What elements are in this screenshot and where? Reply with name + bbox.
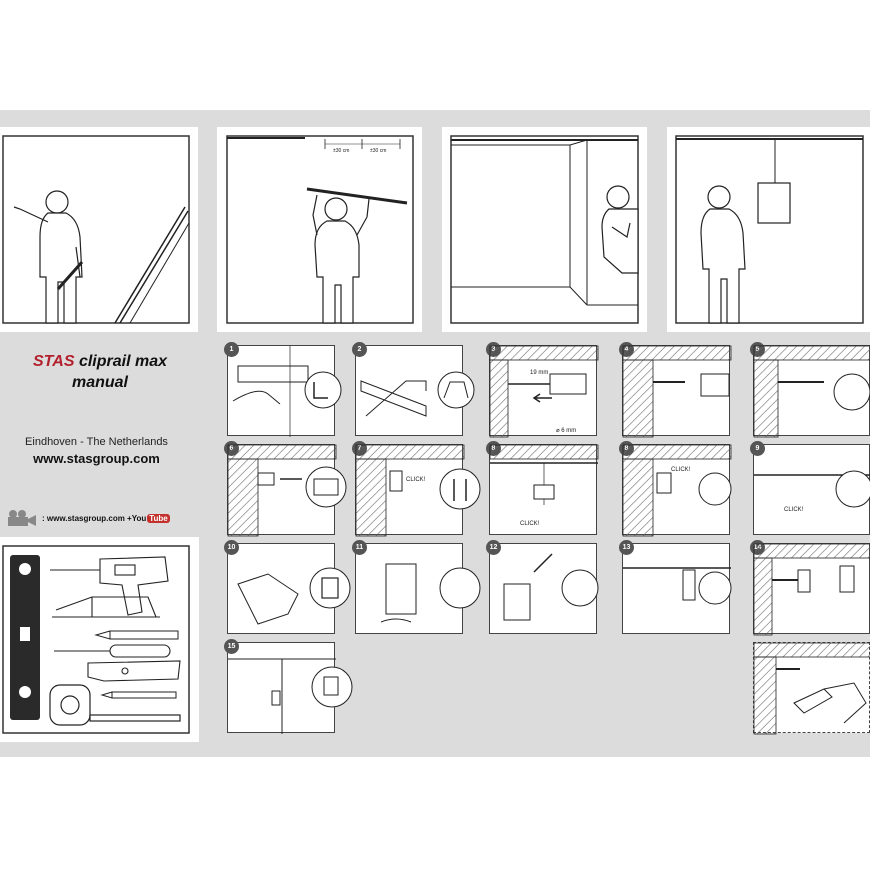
step-number: 10 [224,540,239,555]
company-website: www.stasgroup.com [33,451,160,466]
click-label: CLICK! [784,507,804,513]
drill-depth-label: 19 mm [530,370,548,376]
step-number: 15 [224,639,239,654]
step-5: 5 [750,342,870,438]
brand-name: STAS [33,353,75,370]
step-2: 2 [352,342,475,436]
spacing-label-1: ±30 cm [333,148,349,154]
step-6: 6 [224,441,347,537]
scene-panel-4 [667,127,870,332]
scene-panel-3 [442,127,647,332]
spacing-label-2: ±30 cm [370,148,386,154]
scene-panel-2: ±30 cm ±30 cm [217,127,422,332]
pencil-icon [94,630,179,640]
optional-step [753,642,870,735]
spirit-level-icon [10,555,40,720]
step-4: 4 [619,342,732,438]
click-label: CLICK! [520,521,540,527]
manual-subtitle: manual [71,374,128,391]
product-name: cliprail max [78,353,167,370]
tools-panel [0,537,199,742]
scene-panel-1 [0,127,198,332]
step-number: 9 [750,441,765,456]
drill-icon [50,556,169,616]
video-link-text: : www.stasgroup.com + [42,513,132,523]
step-13: 13 [619,540,732,634]
saw-icon [52,596,160,618]
step-3: 3 19 mm ⌀ 6 mm [486,342,599,438]
step-7: 7 CLICK! [352,441,481,537]
step-10: 10 [224,540,351,634]
step-8a: 8 CLICK! [486,441,599,535]
click-label: CLICK! [671,467,691,473]
step-11: 11 [352,540,481,634]
manual-title: STAS cliprail max manual [0,352,200,394]
tape-measure-icon [49,684,181,726]
drill-bit-label: ⌀ 6 mm [556,428,576,434]
step-8b: 8 CLICK! [619,441,732,537]
step-1: 1 [224,342,342,437]
utility-knife-icon [87,660,181,682]
click-label: CLICK! [406,477,426,483]
step-number: 11 [352,540,367,555]
step-number: 13 [619,540,634,555]
step-9: 9 CLICK! [750,441,870,535]
marker-icon [100,691,177,699]
step-number: 1 [224,342,239,357]
step-15: 15 [224,639,353,734]
step-number: 12 [486,540,501,555]
screwdriver-icon [54,644,171,658]
step-14: 14 [750,540,870,636]
step-number: 2 [352,342,367,357]
video-camera-icon [8,510,36,526]
step-12: 12 [486,540,599,634]
company-location: Eindhoven - The Netherlands [25,436,168,448]
